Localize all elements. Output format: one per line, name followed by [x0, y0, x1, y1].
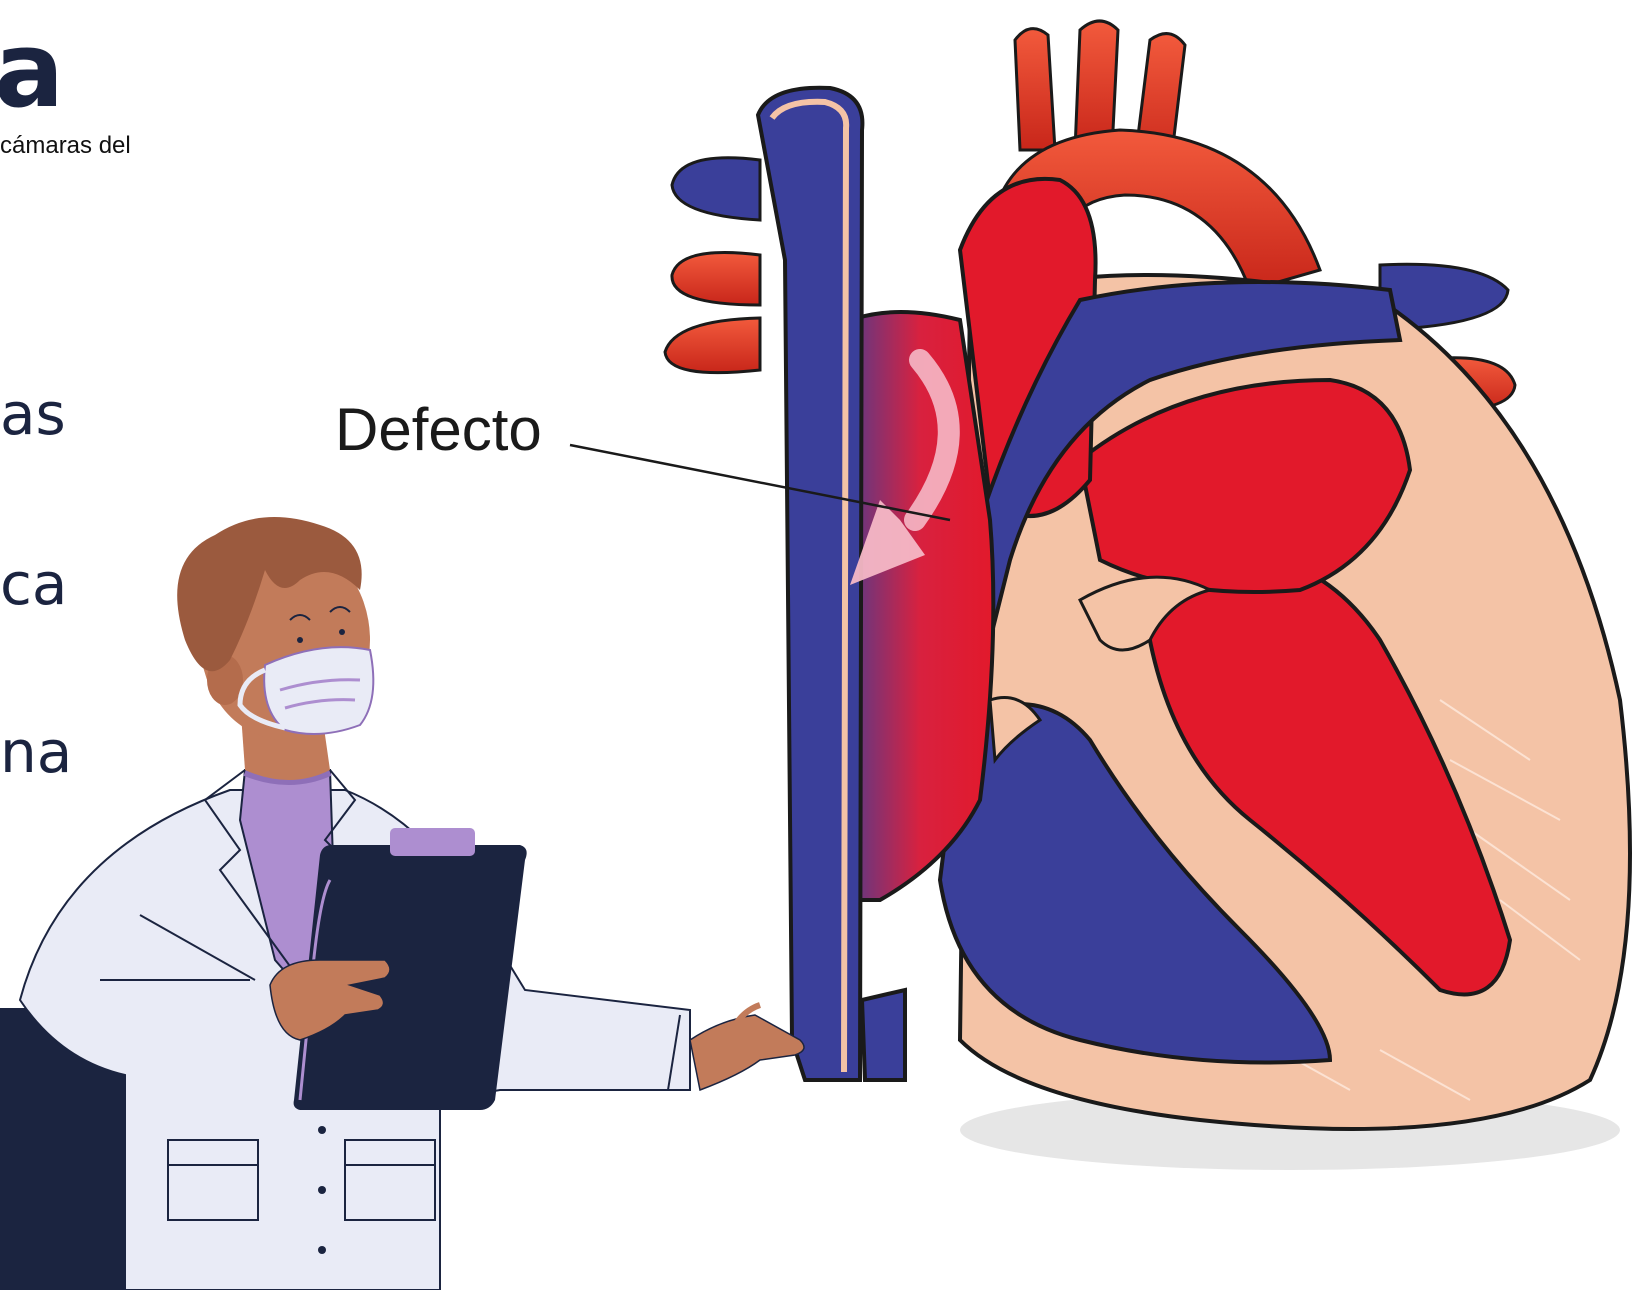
pulmonary-vein-left-1 [672, 253, 760, 306]
doctor-illustration [20, 517, 804, 1290]
defect-label: Defecto [335, 396, 542, 463]
clipboard-clip [390, 828, 475, 856]
inferior-vena-cava [862, 990, 905, 1080]
doctor-right-hand [690, 1015, 804, 1090]
pulmonary-artery-left [672, 158, 760, 220]
pulmonary-vein-left-2 [665, 318, 760, 373]
